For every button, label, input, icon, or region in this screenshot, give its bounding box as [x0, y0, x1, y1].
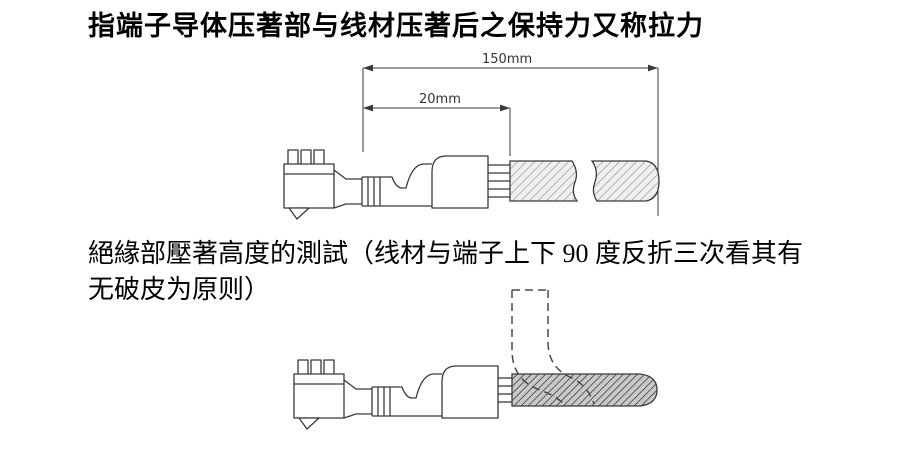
dimension-lines	[362, 67, 659, 216]
bent-wire-dashed-outline	[511, 289, 595, 405]
wire-insulation	[511, 373, 658, 407]
dim-20-label: 20mm	[419, 92, 461, 107]
wire-insulation	[509, 160, 660, 202]
dim-150-label: 150mm	[482, 52, 532, 67]
bend-test-text: 絕緣部壓著高度的測試（线材与端子上下 90 度反折三次看其有 无破皮为原则）	[88, 236, 803, 308]
bend-test-diagram	[293, 289, 658, 430]
bend-test-text-line1: 絕緣部壓著高度的測試（线材与端子上下 90 度反折三次看其有	[88, 239, 804, 268]
crimp-terminal	[293, 359, 512, 430]
bend-test-text-line2: 无破皮为原则）	[88, 275, 271, 304]
dimension-arrow-icons	[363, 64, 658, 112]
page-title: 指端子导体压著部与线材压著后之保持力又称拉力	[88, 11, 704, 41]
crimp-terminal	[283, 149, 510, 220]
pull-test-diagram: 150mm 20mm	[283, 52, 660, 220]
